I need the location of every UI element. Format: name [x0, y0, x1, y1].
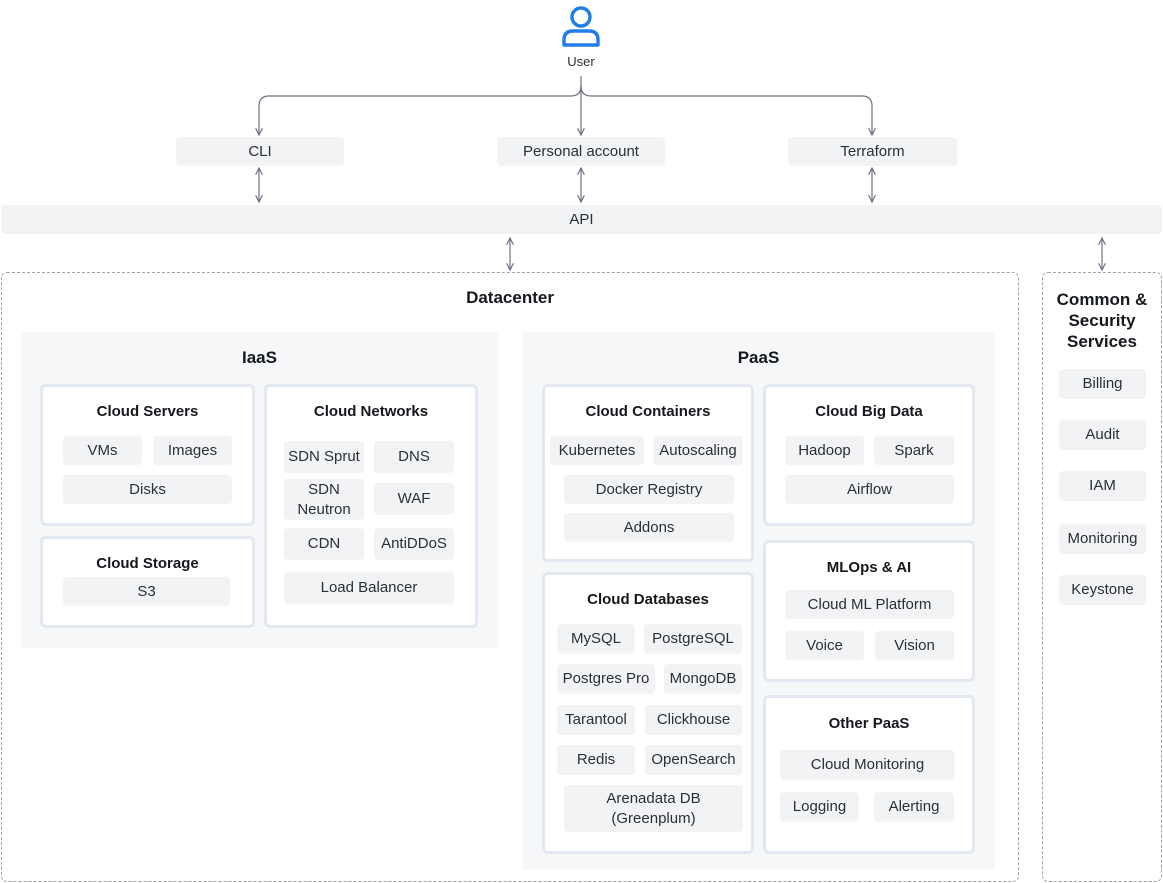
voice-chip: Voice	[785, 631, 864, 660]
datacenter-frame	[1, 272, 1019, 882]
monitoring-chip: Monitoring	[1059, 524, 1146, 554]
cloud-servers-title: Cloud Servers	[96, 403, 199, 420]
cloud-monitoring-chip: Cloud Monitoring	[780, 750, 955, 780]
cloud-networks-title: Cloud Networks	[313, 403, 429, 420]
cloud-ml-platform-chip: Cloud ML Platform	[785, 590, 954, 619]
paas-title: PaaS	[737, 348, 780, 367]
mongodb-chip: MongoDB	[664, 664, 742, 694]
mlops-ai-title: MLOps & AI	[826, 559, 912, 576]
user-branch-right	[580, 85, 872, 135]
spark-chip: Spark	[874, 436, 954, 465]
kubernetes-chip: Kubernetes	[550, 436, 644, 465]
cloud-containers-title: Cloud Containers	[585, 403, 711, 420]
load-balancer-chip: Load Balancer	[284, 572, 454, 604]
cli-box: CLI	[176, 137, 344, 166]
disks-chip: Disks	[63, 475, 232, 504]
other-paas-title: Other PaaS	[828, 715, 910, 732]
user-branch-left	[259, 85, 582, 135]
iaas-title: IaaS	[242, 348, 277, 367]
common-services-frame	[1042, 272, 1162, 882]
images-chip: Images	[153, 436, 232, 465]
dns-chip: DNS	[374, 441, 454, 473]
antiddos-chip: AntiDDoS	[374, 528, 454, 560]
hadoop-chip: Hadoop	[785, 436, 864, 465]
postgresql-chip: PostgreSQL	[644, 624, 742, 654]
user-node: User	[551, 4, 611, 72]
logging-chip: Logging	[780, 792, 859, 822]
s3-chip: S3	[63, 577, 230, 606]
user-label: User	[567, 54, 595, 69]
autoscaling-chip: Autoscaling	[653, 436, 743, 465]
keystone-chip: Keystone	[1059, 575, 1146, 605]
airflow-chip: Airflow	[785, 475, 954, 504]
sdn-sprut-chip: SDN Sprut	[284, 441, 364, 473]
vms-chip: VMs	[63, 436, 142, 465]
sdn-neutron-chip: SDN Neutron	[284, 479, 364, 520]
waf-chip: WAF	[374, 483, 454, 515]
personal-account-box: Personal account	[497, 137, 665, 166]
vision-chip: Vision	[875, 631, 954, 660]
addons-chip: Addons	[564, 513, 734, 542]
audit-chip: Audit	[1059, 420, 1146, 450]
arenadata-db-chip: Arenadata DB (Greenplum)	[564, 785, 743, 832]
cdn-chip: CDN	[284, 528, 364, 560]
postgres-pro-chip: Postgres Pro	[557, 664, 655, 694]
cloud-storage-title: Cloud Storage	[96, 555, 199, 572]
terraform-box: Terraform	[788, 137, 957, 166]
iam-chip: IAM	[1059, 471, 1146, 501]
docker-registry-chip: Docker Registry	[564, 475, 734, 504]
cloud-databases-title: Cloud Databases	[587, 591, 709, 608]
api-bar: API	[1, 205, 1162, 234]
common-services-title: Common & Security Services	[1056, 290, 1148, 351]
clickhouse-chip: Clickhouse	[645, 705, 742, 735]
mysql-chip: MySQL	[557, 624, 635, 654]
cloud-big-data-title: Cloud Big Data	[815, 403, 923, 420]
user-icon	[562, 6, 600, 47]
alerting-chip: Alerting	[874, 792, 954, 822]
tarantool-chip: Tarantool	[557, 705, 635, 735]
redis-chip: Redis	[557, 745, 635, 775]
billing-chip: Billing	[1059, 369, 1146, 399]
datacenter-title: Datacenter	[466, 288, 554, 307]
opensearch-chip: OpenSearch	[645, 745, 742, 775]
